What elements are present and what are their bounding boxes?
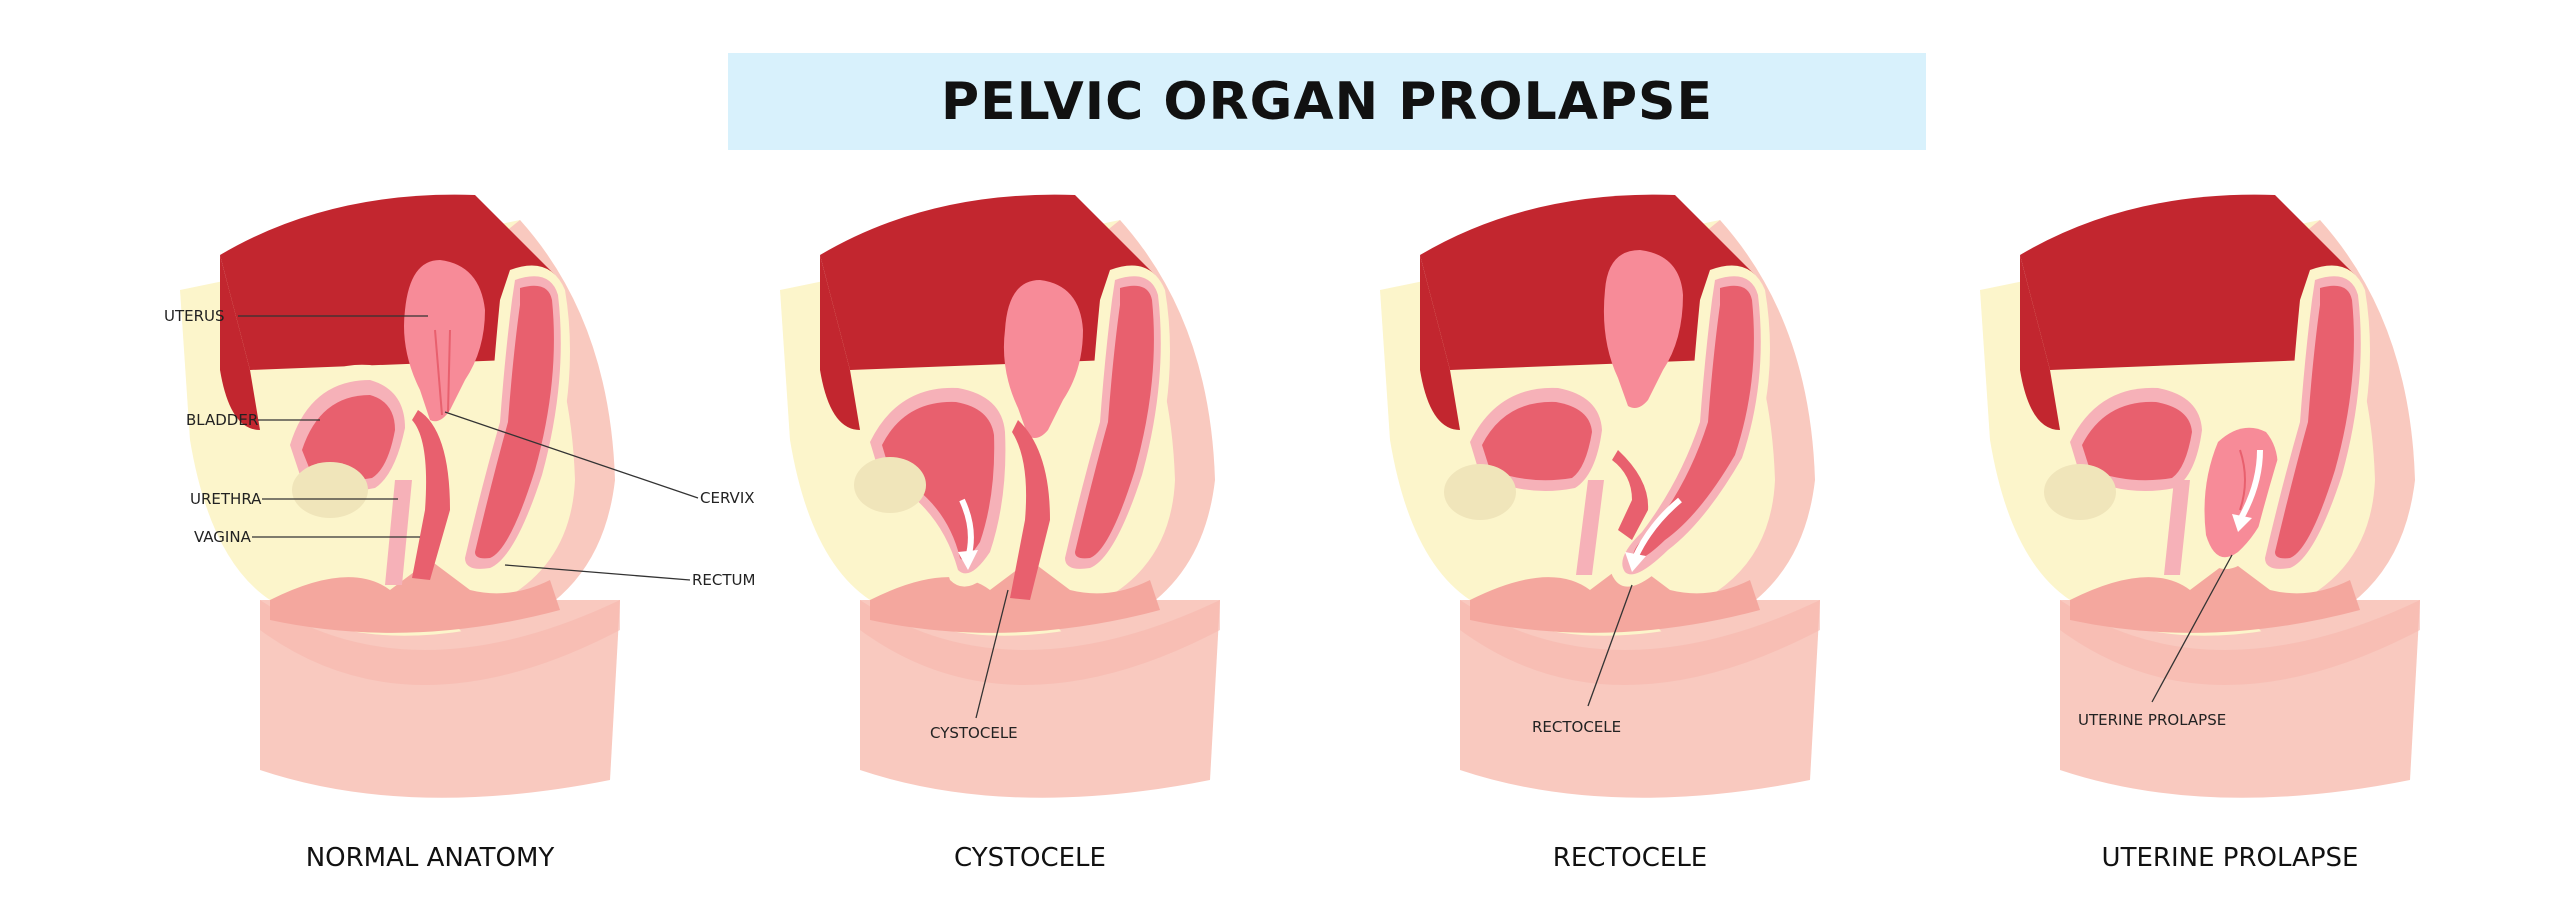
- urethra-vagina: [385, 410, 450, 585]
- cystocele-diagram: CYSTOCELE: [780, 194, 1220, 798]
- bladder-organ: [2044, 374, 2212, 575]
- uterus-organ: [1603, 250, 1683, 408]
- caption-uterine-prolapse: UTERINE PROLAPSE: [2101, 843, 2359, 873]
- page-title: PELVIC ORGAN PROLAPSE: [940, 71, 1714, 132]
- caption-rectocele: RECTOCELE: [1552, 843, 1708, 873]
- rectum-organ: [450, 265, 570, 583]
- rectocele-diagram: RECTOCELE: [1380, 194, 1820, 798]
- caption-cystocele: CYSTOCELE: [954, 843, 1106, 873]
- label-uterine-prolapse: UTERINE PROLAPSE: [2078, 711, 2226, 729]
- bladder-organ: [1444, 374, 1612, 575]
- bladder-organ: [280, 364, 415, 518]
- leader-lines: [238, 315, 699, 581]
- leader-line: [975, 589, 1009, 719]
- label-urethra: URETHRA: [190, 490, 262, 508]
- label-vagina: VAGINA: [194, 528, 252, 546]
- rectum-bulging: [1610, 265, 1770, 587]
- title-banner: PELVIC ORGAN PROLAPSE: [728, 53, 1926, 150]
- rectum-organ: [2250, 265, 2370, 583]
- bladder-prolapsed: [854, 374, 1016, 587]
- leader-line: [2151, 554, 2233, 703]
- vagina-organ: [1010, 420, 1050, 600]
- label-cervix: CERVIX: [700, 489, 755, 507]
- uterus-organ: [1003, 280, 1083, 438]
- uterine-prolapse-diagram: UTERINE PROLAPSE: [1980, 194, 2420, 798]
- label-rectocele: RECTOCELE: [1532, 718, 1621, 736]
- label-uterus: UTERUS: [164, 307, 225, 325]
- label-cystocele: CYSTOCELE: [930, 724, 1018, 742]
- normal-anatomy-diagram: UTERUS BLADDER URETHRA VAGINA CERVIX REC…: [164, 194, 755, 798]
- leader-line: [1587, 584, 1633, 707]
- caption-normal-anatomy: NORMAL ANATOMY: [305, 843, 555, 873]
- rectum-organ: [1050, 265, 1170, 583]
- uterus-organ: [404, 260, 485, 422]
- label-bladder: BLADDER: [186, 411, 258, 429]
- label-rectum: RECTUM: [692, 571, 755, 589]
